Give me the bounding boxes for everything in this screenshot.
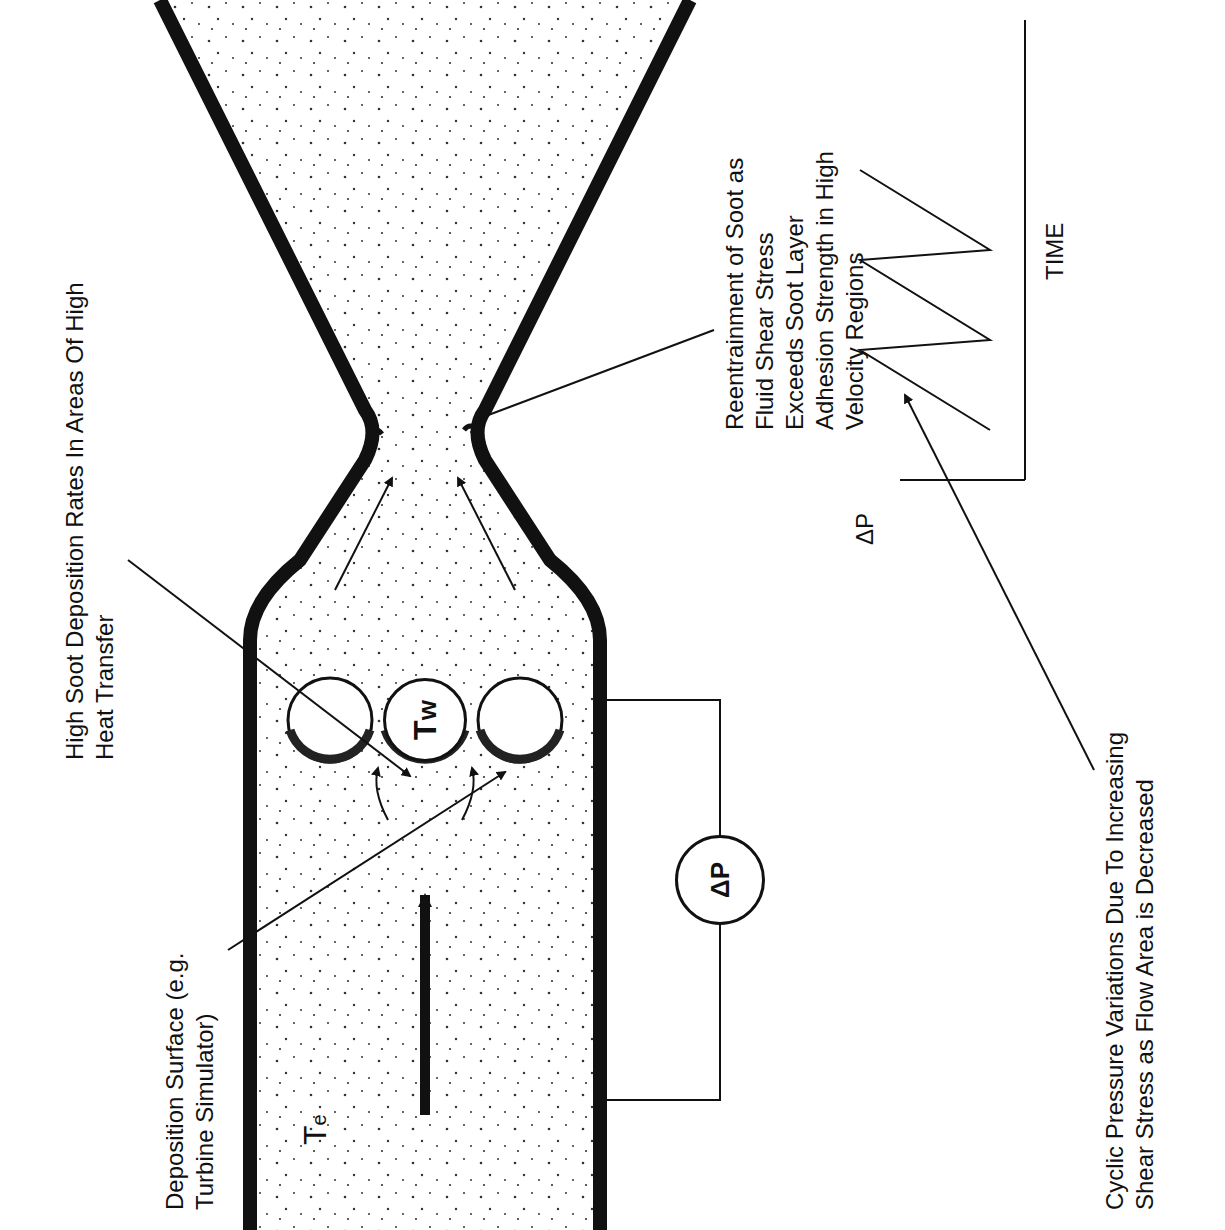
time-axis xyxy=(1024,20,1026,480)
sawtooth-trace xyxy=(860,170,990,430)
callout-text: Reentrainment of Soot as Fluid Shear Str… xyxy=(720,140,870,430)
callout-text: Deposition Surface (e.g. Turbine Simulat… xyxy=(160,920,220,1210)
label-holder: High Soot Deposition Rates In Areas Of H… xyxy=(60,760,540,820)
leader-line xyxy=(128,560,410,776)
channel-wall xyxy=(478,0,691,1230)
label-holder: ΔP xyxy=(850,545,882,575)
label-holder: Reentrainment of Soot as Fluid Shear Str… xyxy=(720,430,1010,580)
gauge-wire xyxy=(607,925,720,1100)
gauge-wire xyxy=(607,700,720,835)
channel-wall xyxy=(160,0,373,1230)
soot-lump xyxy=(368,429,382,434)
label-holder: Cyclic Pressure Variations Due To Increa… xyxy=(1100,1210,1225,1230)
pressure-gauge: ΔP xyxy=(675,835,765,925)
flow-arrow xyxy=(458,478,515,590)
leader-line xyxy=(228,772,505,950)
node-label: Tw xyxy=(407,700,444,740)
deposition-cylinder xyxy=(288,678,372,762)
callout-text: High Soot Deposition Rates In Areas Of H… xyxy=(60,280,120,760)
soot-deposit xyxy=(480,730,560,759)
flow-arrow xyxy=(376,768,388,820)
soot-deposit xyxy=(290,730,370,759)
axis-label: TIME xyxy=(1040,223,1070,280)
pressure-axis xyxy=(900,479,1025,481)
label-holder: TIME xyxy=(1040,280,1097,310)
leader-line xyxy=(905,395,1094,770)
leader-line xyxy=(475,330,714,420)
node-label: ΔP xyxy=(705,862,736,898)
wall-temperature-cylinder: Tw xyxy=(383,678,467,762)
axis-label: ΔP xyxy=(850,513,880,545)
callout-text: Cyclic Pressure Variations Due To Increa… xyxy=(1100,730,1160,1210)
soot-particles xyxy=(160,0,690,1230)
label-holder: Deposition Surface (e.g. Turbine Simulat… xyxy=(160,1210,450,1230)
temperature-symbol: Te xyxy=(300,1114,334,1145)
flow-arrow xyxy=(420,895,430,1115)
label-holder: Te xyxy=(300,1145,331,1179)
deposition-cylinder xyxy=(478,678,562,762)
flow-arrow xyxy=(335,478,392,590)
soot-lump xyxy=(464,426,478,430)
